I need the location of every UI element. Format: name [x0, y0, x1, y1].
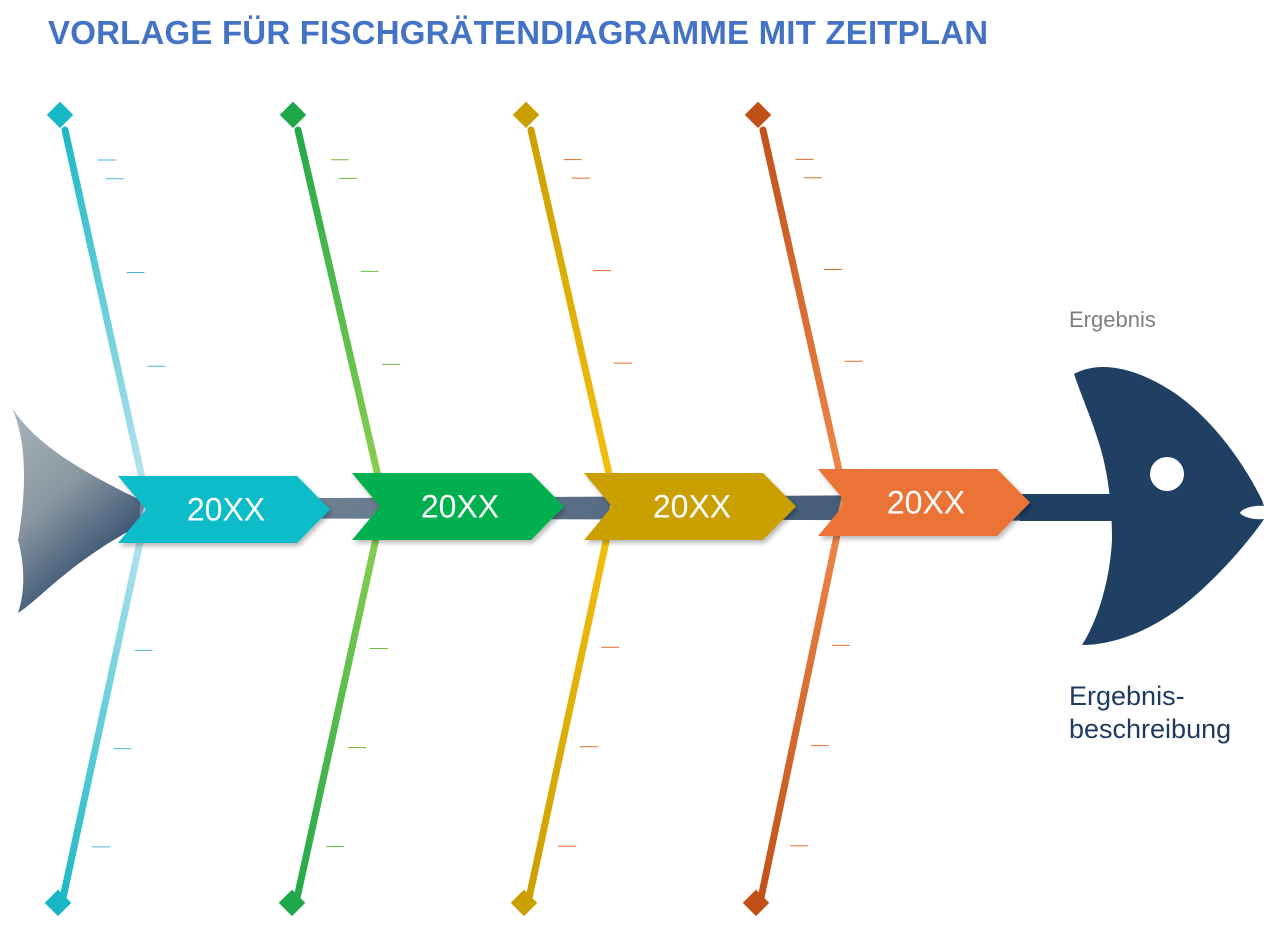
- bone-upper-line: [527, 126, 619, 504]
- timeline-arrow: [584, 473, 796, 540]
- bone-top-diamond: [279, 101, 307, 129]
- timeline-arrow-label: 20XX: [421, 489, 499, 525]
- timeline-arrow: [818, 469, 1030, 536]
- timeline-arrow-label: 20XX: [187, 492, 265, 528]
- fish-tail: [12, 408, 150, 613]
- bone-bottom-diamond: [44, 889, 72, 917]
- bone-top-diamond: [744, 101, 772, 129]
- bone-top-diamond: [512, 101, 540, 129]
- fish-head: [1074, 367, 1264, 645]
- bone-lower-line: [525, 496, 619, 902]
- page-title: VORLAGE FÜR FISCHGRÄTENDIAGRAMME MIT ZEI…: [48, 14, 989, 51]
- fish-eye: [1150, 457, 1184, 491]
- bone-lower-line: [757, 493, 849, 902]
- result-label: Ergebnis: [1069, 307, 1156, 332]
- bone-upper-line: [61, 126, 152, 509]
- result-description: Ergebnis-beschreibung: [1069, 680, 1283, 746]
- bone-upper-line: [759, 126, 849, 501]
- bone-bottom-diamond: [278, 889, 306, 917]
- timeline-arrow: [118, 476, 330, 543]
- bone-bottom-diamond: [510, 889, 538, 917]
- bone-bottom-diamond: [742, 889, 770, 917]
- bone-lower-line: [293, 498, 388, 902]
- result-description-line: Ergebnis-: [1069, 681, 1185, 711]
- bone-top-diamond: [46, 101, 74, 129]
- timeline-arrow-label: 20XX: [887, 485, 965, 521]
- result-description-line: beschreibung: [1069, 714, 1232, 744]
- bone-upper-line: [294, 126, 388, 506]
- timeline-arrow-label: 20XX: [653, 489, 731, 525]
- bone-lower-line: [59, 501, 152, 902]
- timeline-arrow: [352, 473, 564, 540]
